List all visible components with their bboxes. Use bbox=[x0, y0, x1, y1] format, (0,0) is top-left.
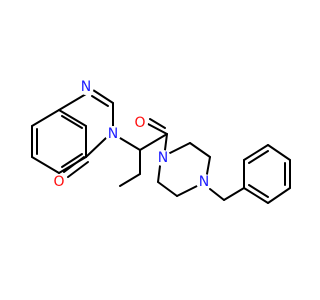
atom-n3-label: N bbox=[108, 126, 118, 142]
atom-n1-label: N bbox=[81, 79, 91, 95]
atom-n3: N bbox=[105, 126, 121, 142]
bond-ph6-ph1-inner bbox=[248, 184, 269, 198]
atom-n-pip1: N bbox=[155, 150, 171, 166]
atom-o4: O bbox=[51, 174, 67, 190]
bond-npip4-c5p bbox=[176, 185, 198, 197]
atom-n1: N bbox=[78, 79, 94, 95]
bond-n3-ca bbox=[119, 137, 141, 151]
bond-c4a-c8a-inner bbox=[61, 115, 83, 129]
bond-c6-c5-inner bbox=[61, 153, 83, 168]
bond-layer bbox=[31, 89, 291, 204]
atom-label-layer: N N O O N N bbox=[51, 79, 212, 190]
bond-npip4-ch2 bbox=[209, 188, 225, 201]
bond-c8a-n1 bbox=[58, 93, 87, 111]
bond-c2p-c3p bbox=[189, 142, 211, 158]
bond-n3-c4 bbox=[85, 137, 107, 158]
bond-ph5-ph6 bbox=[267, 187, 291, 204]
bond-camide-o-double bbox=[149, 118, 166, 129]
bond-c3p-npip4 bbox=[206, 156, 211, 175]
bond-c7-c6 bbox=[31, 156, 60, 174]
atom-n-pip4-label: N bbox=[199, 174, 209, 190]
bond-ph2-ph3-inner bbox=[248, 150, 269, 164]
molecule-structure: N N O O N N bbox=[31, 79, 291, 204]
atom-o-amide-label: O bbox=[134, 115, 145, 131]
atom-n-pip4: N bbox=[196, 174, 212, 190]
bond-c4a-c8a bbox=[58, 109, 87, 127]
bond-ph2-ph3 bbox=[243, 144, 269, 161]
atom-o4-label: O bbox=[53, 174, 64, 190]
bond-ph6-ph1 bbox=[243, 187, 269, 204]
bond-ch2-ph bbox=[223, 187, 245, 201]
atom-o-amide: O bbox=[132, 115, 148, 131]
bond-npip1-c2p bbox=[169, 142, 191, 154]
bond-n1-c2-double bbox=[91, 95, 109, 107]
bond-ph3-ph4 bbox=[267, 144, 291, 161]
bond-n1-c2 bbox=[92, 89, 114, 104]
bond-c4-o4-double bbox=[67, 161, 89, 178]
bond-c6p-npip1 bbox=[157, 165, 161, 183]
atom-n-pip1-label: N bbox=[158, 150, 168, 166]
bond-ca-camide bbox=[139, 133, 168, 151]
bond-camide-npip bbox=[164, 133, 168, 151]
bond-cb-cc bbox=[119, 173, 141, 187]
bond-c4-o4 bbox=[63, 156, 85, 173]
bond-camide-o bbox=[147, 123, 168, 135]
bond-c5p-c6p bbox=[157, 181, 178, 197]
bond-c8a-c8 bbox=[31, 109, 60, 127]
